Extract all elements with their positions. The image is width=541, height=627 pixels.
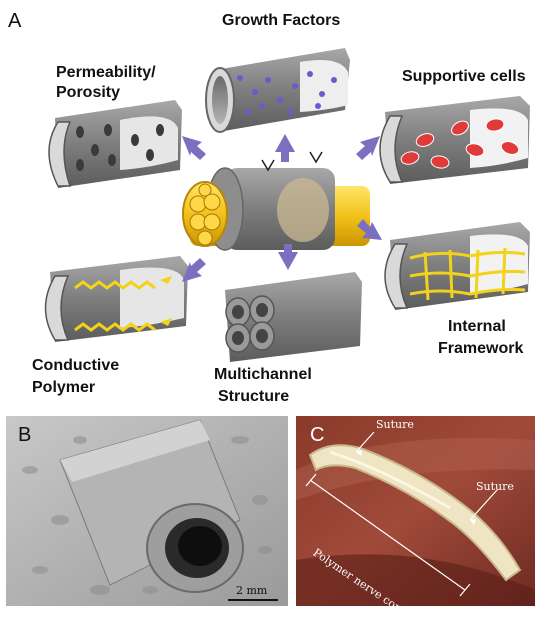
label-framework: Framework <box>438 340 523 358</box>
internal-framework-tube <box>385 222 530 310</box>
label-structure: Structure <box>218 388 289 406</box>
label-supportive-cells: Supportive cells <box>402 68 526 86</box>
supportive-cells-tube <box>380 96 530 184</box>
permeability-tube <box>49 100 182 188</box>
center-nerve-conduit <box>183 152 370 250</box>
panel-b-letter: B <box>18 424 31 447</box>
suture-right-label: Suture <box>476 480 514 493</box>
growth-factors-tube <box>206 48 350 132</box>
label-growth-factors: Growth Factors <box>222 12 340 30</box>
label-porosity: Porosity <box>56 84 120 102</box>
label-multichannel: Multichannel <box>214 366 312 384</box>
suture-top-label: Suture <box>376 418 414 431</box>
multichannel-tube <box>225 272 362 362</box>
conductive-polymer-tube <box>46 256 189 342</box>
label-internal: Internal <box>448 318 506 336</box>
panel-c-letter: C <box>310 424 324 447</box>
label-polymer: Polymer <box>32 379 95 397</box>
scale-bar-label: 2 mm <box>236 584 267 597</box>
label-permeability: Permeability/ <box>56 64 156 82</box>
label-conductive: Conductive <box>32 357 119 375</box>
